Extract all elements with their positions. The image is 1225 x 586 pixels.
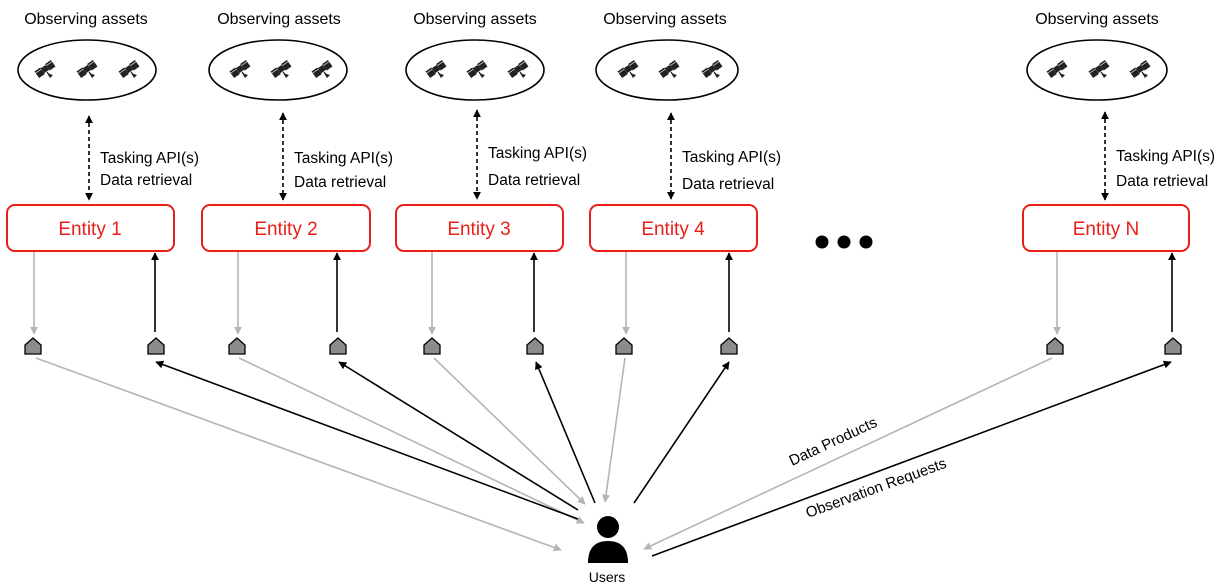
satellite-icon xyxy=(269,59,293,79)
asset-group-1: Observing assets xyxy=(17,11,157,101)
satellite-icon xyxy=(33,59,57,79)
data-retrieval-label: Data retrieval xyxy=(1116,173,1208,190)
tasking-api-label: Tasking API(s) xyxy=(1116,148,1215,165)
entity-label: Entity N xyxy=(1073,219,1140,240)
data-product-flows xyxy=(35,357,1053,552)
ground-station-icon xyxy=(1046,337,1064,355)
satellite-icon xyxy=(117,59,141,79)
asset-group-n: Observing assets xyxy=(1026,11,1168,101)
asset-group-label: Observing assets xyxy=(217,11,341,28)
asset-group-label: Observing assets xyxy=(1035,11,1159,28)
data-retrieval-label: Data retrieval xyxy=(100,172,192,189)
asset-group-label: Observing assets xyxy=(413,11,537,28)
satellite-icon xyxy=(506,59,530,79)
observation-request-flows xyxy=(155,360,1172,557)
user-icon xyxy=(588,516,628,563)
satellite-icon xyxy=(75,59,99,79)
tasking-api-label: Tasking API(s) xyxy=(294,150,393,167)
asset-group-2: Observing assets xyxy=(208,11,348,101)
tasking-api-label: Tasking API(s) xyxy=(100,150,199,167)
satellite-icon xyxy=(465,59,489,79)
entity-label: Entity 2 xyxy=(254,219,317,240)
data-retrieval-label: Data retrieval xyxy=(682,176,774,193)
ground-station-icon xyxy=(228,337,246,355)
tasking-api-label: Tasking API(s) xyxy=(488,145,587,162)
ellipsis-dots-icon xyxy=(815,235,873,249)
ground-station-icon xyxy=(329,337,347,355)
satellite-icon xyxy=(1087,59,1111,79)
tasking-link-n: Tasking API(s) Data retrieval xyxy=(1101,111,1215,201)
entity-box-n: Entity N xyxy=(1022,204,1190,252)
satellite-icon xyxy=(1045,59,1069,79)
users-label: Users xyxy=(589,569,626,585)
observation-requests-label: Observation Requests xyxy=(804,455,949,522)
asset-group-4: Observing assets xyxy=(595,11,739,101)
entity-box-1: Entity 1 xyxy=(6,204,175,252)
ground-station-icon xyxy=(24,337,42,355)
tasking-link-3: Tasking API(s) Data retrieval xyxy=(473,109,587,200)
entity-label: Entity 3 xyxy=(447,219,510,240)
asset-group-label: Observing assets xyxy=(24,11,148,28)
satellite-icon xyxy=(1128,59,1152,79)
ground-station-icon xyxy=(147,337,165,355)
entity-box-3: Entity 3 xyxy=(395,204,564,252)
asset-group-3: Observing assets xyxy=(405,11,545,101)
satellite-icon xyxy=(228,59,252,79)
ground-station-icon xyxy=(1164,337,1182,355)
data-retrieval-label: Data retrieval xyxy=(488,172,580,189)
data-retrieval-label: Data retrieval xyxy=(294,174,386,191)
tasking-link-2: Tasking API(s) Data retrieval xyxy=(279,112,393,201)
satellite-icon xyxy=(424,59,448,79)
tasking-api-label: Tasking API(s) xyxy=(682,149,781,166)
satellite-icon xyxy=(700,59,724,79)
ground-station-icon xyxy=(526,337,544,355)
ground-station-icon xyxy=(423,337,441,355)
satellite-icon xyxy=(310,59,334,79)
asset-group-label: Observing assets xyxy=(603,11,727,28)
tasking-link-1: Tasking API(s) Data retrieval xyxy=(85,115,199,201)
entity-label: Entity 4 xyxy=(641,219,705,240)
entity-station-links xyxy=(30,252,1176,335)
entity-label: Entity 1 xyxy=(58,219,121,240)
entity-box-2: Entity 2 xyxy=(201,204,371,252)
entity-box-4: Entity 4 xyxy=(589,204,758,252)
ground-station-icon xyxy=(615,337,633,355)
tasking-link-4: Tasking API(s) Data retrieval xyxy=(667,112,781,200)
satellite-icon xyxy=(657,59,681,79)
satellite-icon xyxy=(616,59,640,79)
ground-stations xyxy=(24,337,1182,355)
ground-station-icon xyxy=(720,337,738,355)
